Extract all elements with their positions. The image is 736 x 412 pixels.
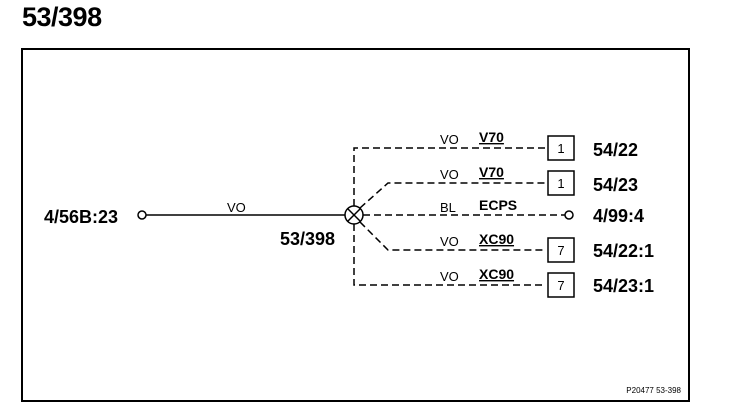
source-wire-color: VO <box>227 200 246 215</box>
diagram-frame <box>21 48 690 402</box>
branch-5-destination: 54/23:1 <box>593 276 654 296</box>
branch-4-destination: 54/22:1 <box>593 241 654 261</box>
branch-3-destination: 4/99:4 <box>593 206 644 226</box>
source-terminal <box>137 210 147 220</box>
branch-2-destination: 54/23 <box>593 175 638 195</box>
branch-5-wire-color: VO <box>440 269 459 284</box>
branch-1-destination: 54/22 <box>593 140 638 160</box>
branch-1-pin-box <box>547 135 575 161</box>
source-connector-label: 4/56B:23 <box>44 207 118 227</box>
branch-5-model: XC90 <box>479 266 514 282</box>
branch-1-wire-color: VO <box>440 132 459 147</box>
branch-3-model: ECPS <box>479 197 517 213</box>
branch-2-wire-color: VO <box>440 167 459 182</box>
branch-5-pin-box <box>547 272 575 298</box>
branch-5: VO XC90 7 54/23:1 <box>353 224 654 298</box>
branch-2-pin-box <box>547 170 575 196</box>
branch-5-pin: 7 <box>557 278 564 293</box>
branch-4-pin: 7 <box>557 243 564 258</box>
branch-3-wire-color: BL <box>440 200 456 215</box>
branch-4-wire-color: VO <box>440 234 459 249</box>
page-title: 53/398 <box>22 2 102 32</box>
figure-reference: P20477 53-398 <box>626 386 681 395</box>
splice-label: 53/398 <box>280 229 335 249</box>
branch-3-terminal <box>564 210 574 220</box>
branch-2: VO V70 1 54/23 <box>359 164 638 209</box>
branch-4-pin-box <box>547 237 575 263</box>
branch-4-model: XC90 <box>479 231 514 247</box>
branch-1: VO V70 1 54/22 <box>353 129 638 206</box>
branch-1-model: V70 <box>479 129 504 145</box>
splice-icon <box>344 205 364 225</box>
branch-4: VO XC90 7 54/22:1 <box>359 221 654 263</box>
branch-3: BL ECPS 4/99:4 <box>363 197 644 226</box>
branch-1-pin: 1 <box>557 141 564 156</box>
branch-2-pin: 1 <box>557 176 564 191</box>
branch-2-model: V70 <box>479 164 504 180</box>
